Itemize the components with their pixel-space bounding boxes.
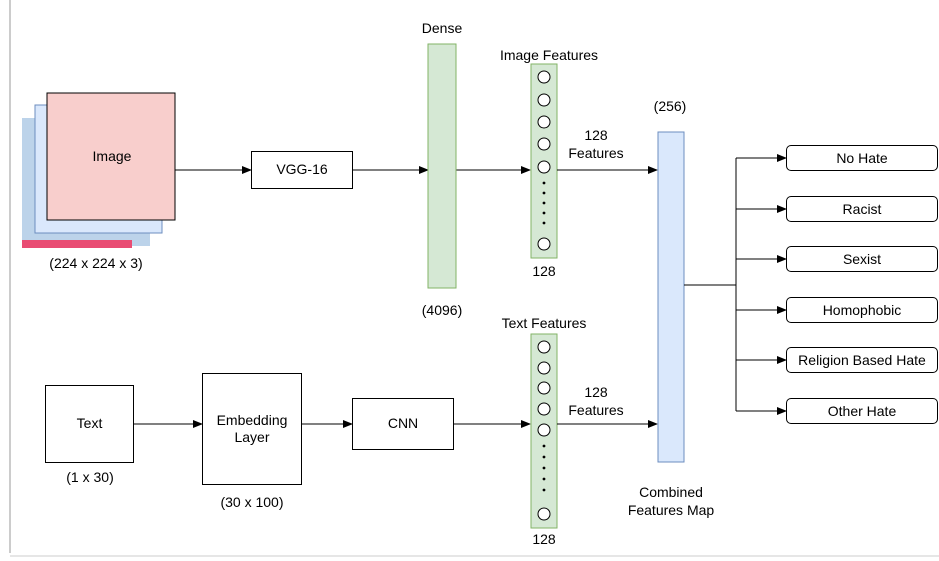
node [537, 381, 551, 395]
image-features-title: Image Features [499, 47, 599, 63]
dense-title: Dense [421, 20, 463, 36]
text-features-title: Text Features [501, 315, 587, 331]
node [537, 93, 551, 107]
output-no-hate: No Hate [786, 145, 938, 171]
image-features-nodes [537, 70, 551, 251]
image-dims-label: (224 x 224 x 3) [49, 255, 143, 271]
text-input-block: Text [45, 385, 134, 463]
node [537, 137, 551, 151]
node [537, 507, 551, 521]
image-features-ellipsis [542, 181, 546, 225]
node [537, 361, 551, 375]
node [537, 237, 551, 251]
combined-features-map [657, 131, 685, 463]
dense-layer [427, 43, 457, 289]
cnn-block: CNN [352, 398, 454, 450]
text-features-edge-label: 128 Features [568, 384, 624, 418]
image-front-layer [46, 92, 176, 221]
node [537, 160, 551, 174]
output-homophobic: Homophobic [786, 297, 938, 323]
node [537, 70, 551, 84]
combined-features-label: Combined Features Map [627, 484, 715, 518]
vgg16-block: VGG-16 [251, 151, 353, 189]
output-racist: Racist [786, 196, 938, 222]
image-back-layer-2 [22, 240, 132, 248]
text-features-ellipsis [542, 444, 546, 492]
dense-dims-label: (4096) [421, 302, 463, 318]
image-label: Image [92, 148, 132, 164]
image-features-count: 128 [532, 263, 556, 279]
embedding-layer-block: Embedding Layer [202, 373, 302, 485]
combined-dims-label: (256) [653, 98, 687, 114]
text-dims-label: (1 x 30) [66, 469, 114, 485]
output-sexist: Sexist [786, 246, 938, 272]
node [537, 402, 551, 416]
image-features-edge-label: 128 Features [568, 127, 624, 161]
output-religion-based-hate: Religion Based Hate [786, 347, 938, 373]
text-features-count: 128 [532, 531, 556, 547]
output-connectors [684, 154, 787, 415]
node [537, 115, 551, 129]
node [537, 423, 551, 437]
output-other-hate: Other Hate [786, 398, 938, 424]
text-features-nodes [537, 340, 551, 521]
image-stack [22, 92, 176, 248]
node [537, 340, 551, 354]
embedding-dims-label: (30 x 100) [220, 494, 284, 510]
